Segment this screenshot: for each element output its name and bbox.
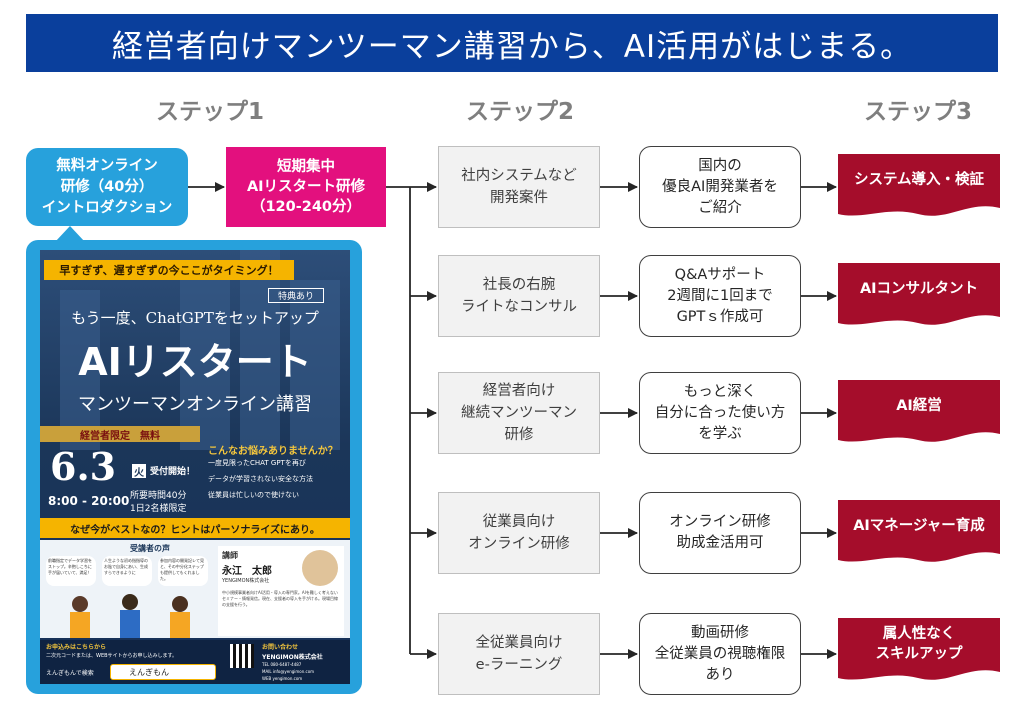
flyer-voice-2: 人生ような初め指指導のお陰で自身にあい、生成すらできるように	[102, 556, 152, 586]
step1-label: ステップ1	[155, 99, 264, 125]
contact-title: お問い合わせ	[262, 644, 299, 651]
flyer-subtitle: マンツーマンオンライン講習	[78, 394, 312, 415]
lecturer-company: YENGIMON株式会社	[222, 578, 270, 584]
result-label: 属人性なく スキルアップ	[875, 626, 963, 662]
result-box-skillup: 属人性なく スキルアップ	[838, 618, 1000, 684]
support-box-elearning: 動画研修 全従業員の視聴権限 あり	[639, 613, 801, 695]
flyer-worry-2: データが学習されない安全な方法	[208, 475, 313, 483]
flyer-worry-3: 従業員は忙しいので使けない	[208, 491, 299, 499]
qr-code	[230, 644, 254, 668]
flyer-duration: 所要時間40分 1日2名様限定	[130, 491, 187, 514]
program-box-consult: 社長の右腕 ライトなコンサル	[438, 255, 600, 337]
flyer-why: なぜ今がベストなの？ヒントはパーソナライズにあり。	[40, 518, 350, 538]
support-box-staff: オンライン研修 助成金活用可	[639, 492, 801, 574]
contact-web: WEB yengimon.com	[262, 676, 303, 681]
flyer-tagline: 早すぎず、遅すぎずの今ここがタイミング！	[44, 260, 294, 280]
program-box-elearning: 全従業員向け e-ラーニング	[438, 613, 600, 695]
apply-text: 二次元コードまたは、WEBサイトからお申し込みします。	[46, 653, 178, 659]
support-box-consult: Q&Aサポート 2週間に1回まで GPTｓ作成可	[639, 255, 801, 337]
restart-training-box: 短期集中 AIリスタート研修 （120-240分）	[226, 147, 386, 227]
flyer-voice-1: 前職指定でデータ学習をストップ。辛抱しこちに手が届いていて、満足！	[46, 556, 96, 586]
support-box-executive: もっと深く 自分に合った使い方 を学ぶ	[639, 372, 801, 454]
lecturer-photo	[302, 550, 338, 586]
lecturer-name: 永江 太郎	[222, 566, 272, 577]
apply-title: お申込みはこちらから	[46, 644, 107, 651]
banner-title: 経営者向けマンツーマン講習から、AI活用がはじまる。	[26, 14, 998, 72]
search-box: えんぎもん	[110, 664, 216, 680]
flyer-headline: もう一度、ChatGPTをセットアップ	[71, 308, 319, 327]
search-label: えんぎもんで検索	[46, 670, 94, 677]
contact-company: YENGIMON株式会社	[262, 654, 323, 661]
flyer-date: 6.3	[50, 444, 117, 489]
program-box-dev: 社内システムなど 開発案件	[438, 146, 600, 228]
skyline-graphic	[60, 250, 340, 450]
flyer-weekday: 火	[132, 464, 146, 479]
program-box-staff: 従業員向け オンライン研修	[438, 492, 600, 574]
flyer-voice-3: 参加内容の開発記レて見と、その中分化ステップも提供してもくれました。	[158, 556, 208, 586]
contact-mail: MAIL info@yengimon.com	[262, 669, 315, 674]
result-label: AI経営	[896, 398, 942, 414]
flyer-worries-title: こんなお悩みありませんか？	[208, 446, 338, 457]
flyer-reception: 受付開始！	[150, 467, 196, 477]
flyer-bonus: 特典あり	[268, 288, 324, 303]
result-box-consultant: AIコンサルタント	[838, 263, 1000, 329]
result-box-system: システム導入・検証	[838, 154, 1000, 220]
intro-training-box: 無料オンライン 研修（40分） イントロダクション	[26, 148, 188, 226]
support-box-dev: 国内の 優良AI開発業者を ご紹介	[639, 146, 801, 228]
flyer-voices-title: 受講者の声	[130, 543, 170, 553]
flyer-worry-1: 一度見限ったCHAT GPTを再び	[208, 459, 306, 467]
result-box-ai-management: AI経営	[838, 380, 1000, 446]
step3-label: ステップ3	[863, 99, 972, 125]
flyer-title: AIリスタート	[78, 339, 312, 384]
result-box-ai-manager: AIマネージャー育成	[838, 500, 1000, 566]
lecturer-label: 講師	[222, 551, 238, 560]
people-illustration	[70, 594, 190, 638]
lecturer-bio: 中小規模事業者向けAI活用・導入の専門家。AIを難しく考えないセミナー・情報発信…	[222, 590, 338, 607]
result-label: AIコンサルタント	[859, 281, 979, 297]
step2-label: ステップ2	[465, 99, 574, 125]
flyer-limited: 経営者限定 無料	[40, 426, 200, 442]
flyer-time: 8:00 - 20:00	[48, 494, 130, 508]
result-label: AIマネージャー育成	[853, 518, 985, 534]
result-label: システム導入・検証	[853, 172, 985, 188]
contact-tel: TEL 080-6487-4487	[262, 662, 302, 667]
flyer-image: 早すぎず、遅すぎずの今ここがタイミング！ 特典あり もう一度、ChatGPTをセ…	[40, 250, 350, 684]
program-box-executive: 経営者向け 継続マンツーマン 研修	[438, 372, 600, 454]
callout-pointer	[55, 226, 85, 242]
